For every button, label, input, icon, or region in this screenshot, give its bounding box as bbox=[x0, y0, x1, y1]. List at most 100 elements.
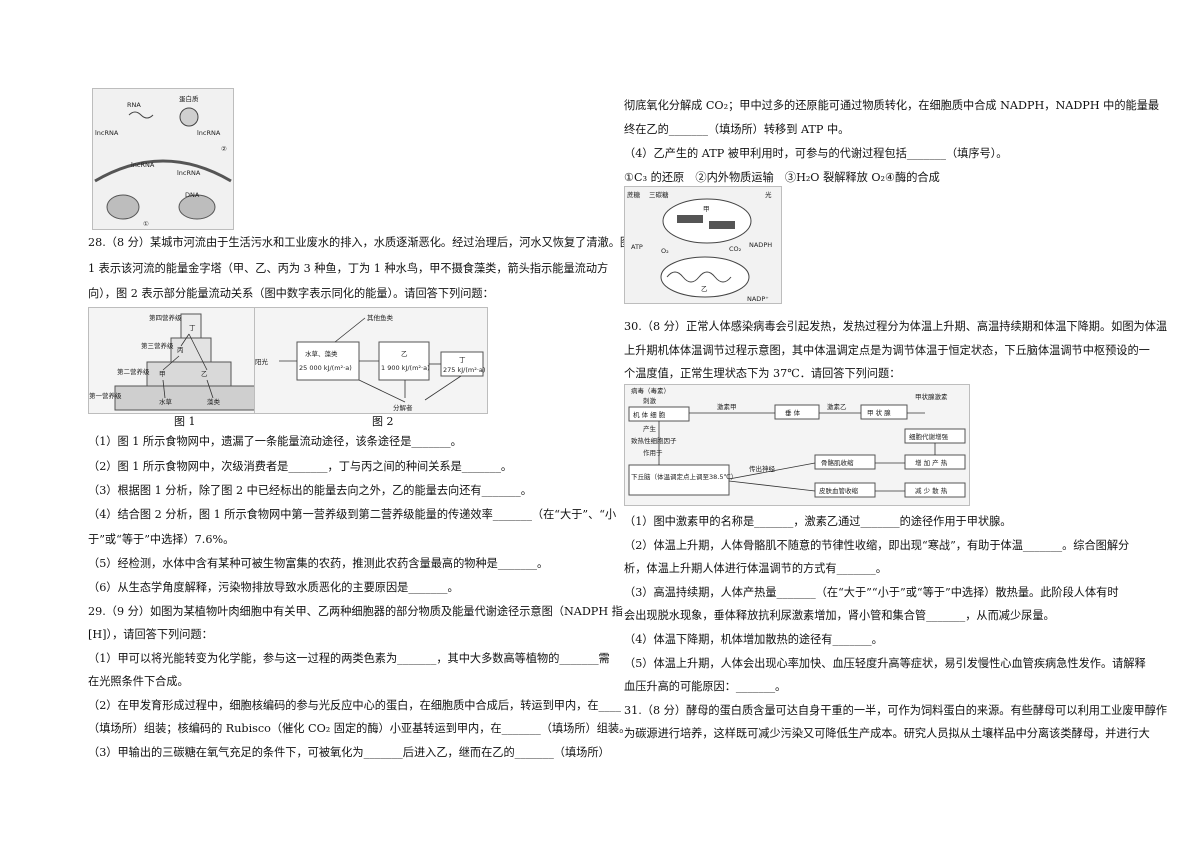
q30-item-3: （3）高温持续期，人体产热量_______（在“大于”“小于”或“等于”中选择）… bbox=[624, 586, 1119, 599]
q30-stem-line-3: 个温度值，正常生理状态下为 37℃．请回答下列问题： bbox=[624, 367, 901, 380]
q29-line-7: （3）甲输出的三碳糖在氧气充足的条件下，可被氧化为_______后进入乙，继而在… bbox=[88, 746, 610, 759]
flow-ding: 丁 bbox=[459, 356, 466, 364]
fig-lnc-label-lncrna-3: lncRNA bbox=[131, 161, 155, 169]
thermoregulation-drawing: 病毒（毒素） 刺激 机 体 细 胞 产生 致热性细胞因子 作用于 下丘脑（体温调… bbox=[628, 386, 966, 498]
cell-label-atp: ATP bbox=[631, 243, 643, 251]
q30-item-4: （4）体温下降期，机体增加散热的途径有_______。 bbox=[624, 633, 883, 646]
thermo-virus: 病毒（毒素） bbox=[631, 386, 670, 395]
q29-line-2: [H]），请回答下列问题： bbox=[88, 628, 213, 641]
q28-item-3: （3）根据图 1 分析，除了图 2 中已经标出的能量去向之外，乙的能量去向还有_… bbox=[88, 484, 532, 497]
pyramid-node-jia: 甲 bbox=[159, 370, 166, 378]
thermo-hypothalamus: 下丘脑（体温调定点上调至38.5℃） bbox=[631, 472, 737, 481]
fig-lnc-label-lncrna-4: lncRNA bbox=[177, 169, 201, 177]
q30-item-2-cont: 析，体温上升期人体进行体温调节的方式有_______。 bbox=[624, 562, 887, 575]
cell-label-triose: 三碳糖 bbox=[649, 190, 669, 199]
q30-item-3-cont: 会出现脱水现象，垂体释放抗利尿激素增加，肾小管和集合管_______，从而减少尿… bbox=[624, 609, 1055, 622]
q30-item-5-cont: 血压升高的可能原因：_______。 bbox=[624, 680, 787, 693]
thermo-efferent: 传出神经 bbox=[749, 464, 776, 473]
organelle-drawing: 蔗糖 三碳糖 光 甲 ATP O₂ CO₂ NADPH 乙 NADP⁺ bbox=[627, 190, 772, 303]
thermo-produce: 产生 bbox=[643, 424, 657, 433]
cell-label-nadp: NADP⁺ bbox=[747, 295, 769, 303]
cell-label-sucrose: 蔗糖 bbox=[627, 190, 641, 199]
pyramid-level-3: 第三营养级 bbox=[141, 341, 174, 350]
flow-yi: 乙 bbox=[401, 350, 408, 358]
fig-lnc-label-lncrna-1: lncRNA bbox=[95, 129, 119, 137]
q29-line-4: 在光照条件下合成。 bbox=[88, 675, 189, 688]
thermo-act-on: 作用于 bbox=[643, 448, 663, 457]
fig-lnc-label-circle2: ② bbox=[221, 145, 227, 153]
q28-stem-line-3: 向），图 2 表示部分能量流动关系（图中数字表示同化的能量）。请回答下列问题： bbox=[88, 287, 494, 300]
q31-line-1: 31.（8 分）酵母的蛋白质含量可达自身干重的一半，可作为饲料蛋白的来源。有些酵… bbox=[624, 704, 1168, 717]
thermo-thyroid-hormone: 甲状腺激素 bbox=[915, 392, 948, 401]
energy-pyramid-drawing: 第四营养级 第三营养级 第二营养级 第一营养级 丁 丙 甲 乙 水草 藻类 bbox=[89, 313, 264, 411]
thermo-vessel: 皮肤血管收缩 bbox=[819, 486, 859, 495]
energy-flow-figure: 其他鱼类 阳光 水草、藻类 25 000 kJ/(m²·a) 乙 1 900 k… bbox=[254, 307, 488, 414]
lncrna-figure-drawing: RNA 蛋白质 lncRNA lncRNA lncRNA lncRNA DNA … bbox=[94, 94, 232, 228]
q30-stem-line-1: 30.（8 分）正常人体感染病毒会引起发热，发热过程分为体温上升期、高温持续期和… bbox=[624, 320, 1168, 333]
q28-stem-line-2: 1 表示该河流的能量金字塔（甲、乙、丙为 3 种鱼，丁为 1 种水鸟，甲不摄食藻… bbox=[88, 262, 609, 275]
q30-item-2: （2）体温上升期，人体骨骼肌不随意的节律性收缩，即出现“寒战”，有助于体温___… bbox=[624, 539, 1130, 552]
flow-ding-energy: 275 kJ/(m²·a) bbox=[443, 366, 485, 374]
cell-label-yi: 乙 bbox=[701, 285, 708, 293]
left-column: RNA 蛋白质 lncRNA lncRNA lncRNA lncRNA DNA … bbox=[88, 0, 631, 848]
q28-item-4-cont: 于”或“等于”中选择）7.6%。 bbox=[88, 533, 235, 546]
thermo-hormone-b: 激素乙 bbox=[827, 402, 847, 411]
thermo-hormone-a: 激素甲 bbox=[717, 402, 737, 411]
q28-stem-line-1: 28.（8 分）某城市河流由于生活污水和工业废水的排入，水质逐渐恶化。经过治理后… bbox=[88, 236, 632, 249]
q29-cont-line-4: ①C₃ 的还原 ②内外物质运输 ③H₂O 裂解释放 O₂④酶的合成 bbox=[624, 171, 940, 184]
pyramid-node-bing: 丙 bbox=[177, 346, 184, 354]
q28-item-4: （4）结合图 2 分析，图 1 所示食物网中第一营养级到第二营养级能量的传递效率… bbox=[88, 508, 617, 521]
fig-lnc-label-protein: 蛋白质 bbox=[179, 94, 199, 103]
q29-line-5: （2）在甲发育形成过程中，细胞核编码的参与光反应中心的蛋白，在细胞质中合成后，转… bbox=[88, 699, 621, 712]
cell-label-nadph: NADPH bbox=[749, 241, 772, 249]
pyramid-level-1: 第一营养级 bbox=[89, 391, 122, 400]
fig-lnc-label-dna: DNA bbox=[185, 191, 200, 199]
q30-item-1: （1）图中激素甲的名称是_______，激素乙通过_______的途径作用于甲状… bbox=[624, 515, 1012, 528]
fig-lnc-label-rna: RNA bbox=[127, 101, 141, 109]
fig2-caption: 图 2 bbox=[372, 415, 394, 428]
lncrna-figure: RNA 蛋白质 lncRNA lncRNA lncRNA lncRNA DNA … bbox=[92, 88, 234, 230]
q28-item-6: （6）从生态学角度解释，污染物排放导致水质恶化的主要原因是_______。 bbox=[88, 581, 459, 594]
thermo-reduce-loss: 减 少 散 热 bbox=[915, 486, 948, 495]
flow-yi-energy: 1 900 kJ/(m²·a) bbox=[381, 364, 430, 372]
cell-label-light: 光 bbox=[765, 190, 772, 199]
q28-item-5: （5）经检测，水体中含有某种可被生物富集的农药，推测此农药含量最高的物种是___… bbox=[88, 557, 549, 570]
cell-label-co2: CO₂ bbox=[729, 245, 742, 253]
thermo-body-cell: 机 体 细 胞 bbox=[633, 410, 666, 419]
fig-lnc-label-lncrna-2: lncRNA bbox=[197, 129, 221, 137]
pyramid-node-zaolei: 藻类 bbox=[207, 397, 221, 406]
pyramid-level-2: 第二营养级 bbox=[117, 367, 150, 376]
thermo-stimulate: 刺激 bbox=[643, 396, 657, 405]
flow-plants-energy: 25 000 kJ/(m²·a) bbox=[299, 364, 352, 372]
q29-line-1: 29.（9 分）如图为某植物叶肉细胞中有关甲、乙两种细胞器的部分物质及能量代谢途… bbox=[88, 605, 623, 618]
thermo-muscle: 骨骼肌收缩 bbox=[821, 458, 854, 467]
pyramid-node-yi: 乙 bbox=[201, 370, 208, 378]
thermo-cytokine: 致热性细胞因子 bbox=[631, 436, 677, 445]
thermo-pituitary: 垂 体 bbox=[785, 408, 801, 417]
q29-cont-line-2: 终在乙的_______（填场所）转移到 ATP 中。 bbox=[624, 123, 850, 136]
organelle-figure: 蔗糖 三碳糖 光 甲 ATP O₂ CO₂ NADPH 乙 NADP⁺ bbox=[624, 186, 782, 304]
cell-label-o2: O₂ bbox=[661, 247, 669, 255]
pyramid-level-4: 第四营养级 bbox=[149, 313, 182, 322]
flow-decomposer: 分解者 bbox=[393, 403, 413, 412]
fig1-caption: 图 1 bbox=[174, 415, 196, 428]
q29-line-3: （1）甲可以将光能转变为化学能，参与这一过程的两类色素为_______，其中大多… bbox=[88, 652, 610, 665]
thermo-increase-heat: 增 加 产 热 bbox=[915, 458, 948, 467]
q30-item-5: （5）体温上升期，人体会出现心率加快、血压轻度升高等症状，易引发慢性心血管疾病急… bbox=[624, 657, 1146, 670]
q29-line-6: （填场所）组装；核编码的 Rubisco（催化 CO₂ 固定的酶）小亚基转运到甲… bbox=[88, 722, 631, 735]
q29-cont-line-3: （4）乙产生的 ATP 被甲利用时，可参与的代谢过程包括_______（填序号）… bbox=[624, 147, 1008, 160]
q29-cont-line-1: 彻底氧化分解成 CO₂；甲中过多的还原能可通过物质转化，在细胞质中合成 NADP… bbox=[624, 99, 1160, 112]
thermoregulation-figure: 病毒（毒素） 刺激 机 体 细 胞 产生 致热性细胞因子 作用于 下丘脑（体温调… bbox=[624, 384, 970, 506]
q31-line-2: 为碳源进行培养，这样既可减少污染又可降低生产成本。研究人员拟从土壤样品中分离该类… bbox=[624, 727, 1150, 740]
energy-pyramid-figure: 第四营养级 第三营养级 第二营养级 第一营养级 丁 丙 甲 乙 水草 藻类 bbox=[88, 307, 270, 414]
flow-other-fish: 其他鱼类 bbox=[367, 313, 394, 322]
q28-item-2: （2）图 1 所示食物网中，次级消费者是_______，丁与丙之间的种间关系是_… bbox=[88, 460, 513, 473]
flow-sunlight: 阳光 bbox=[255, 357, 269, 366]
flow-plants: 水草、藻类 bbox=[305, 349, 338, 358]
q30-stem-line-2: 上升期机体体温调节过程示意图，其中体温调定点是为调节体温于恒定状态，下丘脑体温调… bbox=[624, 344, 1150, 357]
q28-item-1: （1）图 1 所示食物网中，遗漏了一条能量流动途径，该条途径是_______。 bbox=[88, 435, 462, 448]
thermo-thyroid: 甲 状 腺 bbox=[867, 408, 891, 417]
fig-lnc-label-circle1: ① bbox=[143, 220, 149, 228]
pyramid-node-ding: 丁 bbox=[189, 324, 196, 332]
thermo-metabolism: 细胞代谢增强 bbox=[909, 432, 949, 441]
